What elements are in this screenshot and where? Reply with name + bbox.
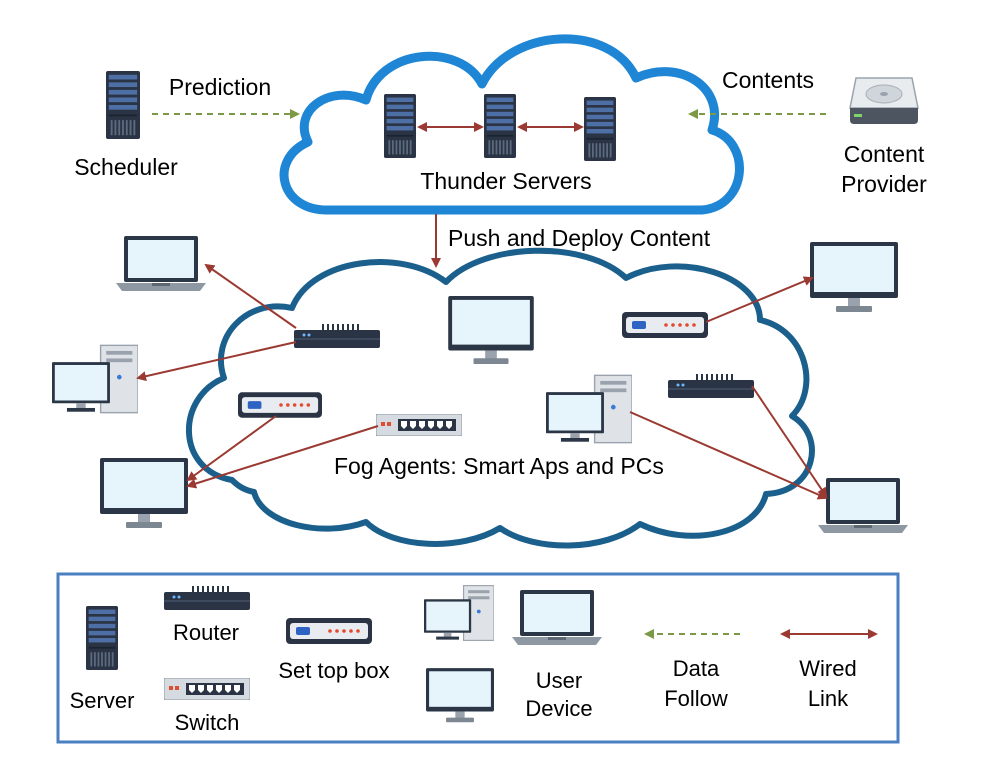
legend-data-follow-label: Data <box>673 656 720 681</box>
monitor-icon <box>810 242 898 312</box>
content-provider-label: Content <box>844 141 925 167</box>
legend-set-top-box-label: Set top box <box>278 658 389 683</box>
scheduler-server-icon <box>106 71 140 139</box>
legend-data-follow-label: Follow <box>664 686 728 711</box>
thunder-server-icon <box>384 94 416 158</box>
thunder-server-icon <box>484 94 516 158</box>
legend-switch-icon <box>164 678 250 700</box>
thunder-server-icon <box>584 97 616 161</box>
prediction-label: Prediction <box>169 74 271 100</box>
switch-icon <box>376 414 462 436</box>
wired-link <box>204 263 297 329</box>
content-provider-label: Provider <box>841 171 927 197</box>
wired-link <box>751 385 828 498</box>
wired-link <box>136 341 297 382</box>
legend-switch-label: Switch <box>175 710 240 735</box>
thunder-servers-label: Thunder Servers <box>420 168 591 194</box>
laptop-icon <box>818 478 908 533</box>
hard-disk-icon <box>849 77 919 125</box>
monitor-icon <box>100 458 188 528</box>
legend-wired-link-label: Link <box>808 686 849 711</box>
contents-label: Contents <box>722 67 814 93</box>
wired-link <box>629 411 828 500</box>
legend-server-icon <box>86 606 118 670</box>
desktop-pc-icon <box>52 344 138 414</box>
push-deploy-label: Push and Deploy Content <box>448 225 711 251</box>
legend-user-device-label: Device <box>525 696 592 721</box>
set-top-box-icon <box>238 392 322 418</box>
laptop-icon <box>116 236 206 291</box>
scheduler-label: Scheduler <box>74 154 178 180</box>
wired-link <box>186 415 277 482</box>
fog-agents-label: Fog Agents: Smart Aps and PCs <box>334 453 664 479</box>
set-top-box-icon <box>622 312 708 338</box>
legend-server-label: Server <box>70 688 135 713</box>
legend-wired-link-label: Wired <box>799 656 856 681</box>
legend-router-label: Router <box>173 620 239 645</box>
legend-set-top-box-icon <box>286 618 372 644</box>
wired-link <box>705 276 814 323</box>
legend-user-device-label: User <box>536 668 582 693</box>
wired-link <box>186 425 379 489</box>
